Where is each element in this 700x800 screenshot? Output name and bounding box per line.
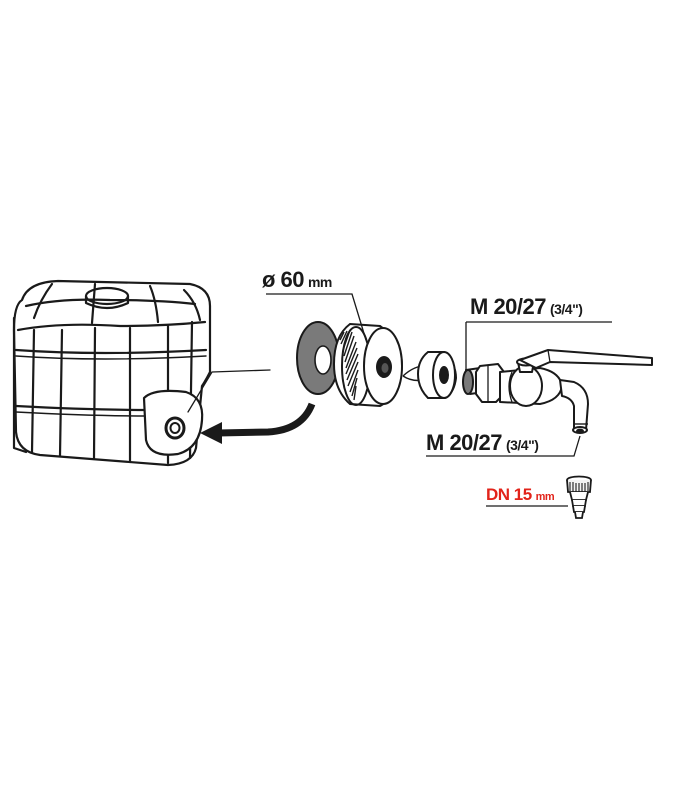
arrow-icon [200,402,316,444]
hose-adapter-unit: mm [535,491,555,503]
tap-thread-top-unit: (3/4") [549,301,583,317]
hose-adapter-value: DN 15 [486,485,532,504]
ball-valve-tap-icon [462,349,653,434]
hose-nozzle-icon [566,475,592,519]
gasket-washer-icon [296,321,340,395]
diameter-unit: mm [307,274,332,290]
tap-thread-top-label: M 20/27 (3/4") [470,294,583,319]
tap-thread-bottom-unit: (3/4") [505,437,539,453]
tap-thread-bottom-label: M 20/27 (3/4") [426,430,539,455]
tap-thread-top-value: M 20/27 [470,294,547,319]
ptfe-tape-icon [402,351,458,399]
diameter-label: ø 60 mm [262,269,332,291]
diameter-value: ø 60 [262,267,305,292]
hose-adapter-label: DN 15 mm [486,485,555,504]
tap-thread-bottom-leader [426,435,581,457]
nut-adapter-icon [332,322,404,408]
callout-lines [266,293,612,507]
tap-thread-bottom-value: M 20/27 [426,430,503,455]
diameter-leader [266,293,367,341]
ibc-tank-icon [12,279,271,467]
